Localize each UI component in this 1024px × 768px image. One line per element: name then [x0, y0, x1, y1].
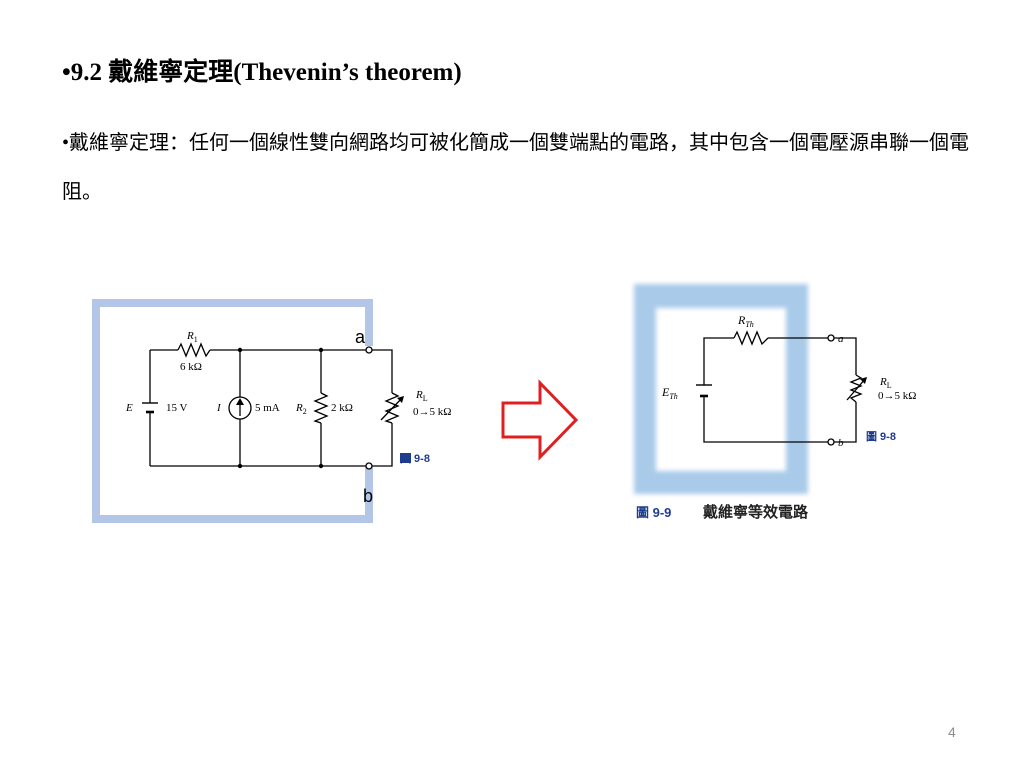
- slide-title: •9.2 戴維寧定理(Thevenin’s theorem): [62, 56, 462, 90]
- terminal-a-node: [365, 346, 373, 354]
- figure-label-right: 圖 9-8: [866, 430, 896, 443]
- figure-badge-icon: [400, 453, 411, 463]
- rl-arrowhead-icon-right: [860, 377, 867, 384]
- rl-arrowhead-icon: [397, 396, 404, 403]
- theorem-statement: •戴維寧定理：任何一個線性雙向網路均可被化簡成一個雙端點的電路，其中包含一個電壓…: [62, 118, 992, 215]
- eth-bottom-wire: [703, 396, 828, 443]
- junction-dot: [237, 463, 243, 469]
- theorem-text: 戴維寧定理：任何一個線性雙向網路均可被化簡成一個雙端點的電路，其中包含一個電壓源…: [62, 130, 970, 203]
- terminal-b-node-right: [827, 438, 835, 446]
- r2-label: R2: [295, 402, 307, 416]
- rth-wire: [703, 337, 828, 385]
- r1-label: R1: [186, 330, 198, 344]
- page-number: 4: [948, 724, 956, 740]
- junction-dot: [318, 463, 324, 469]
- rl-range: 0→5 kΩ: [413, 406, 451, 418]
- r2-resistor-icon: [313, 392, 329, 424]
- current-source-icon: [228, 396, 252, 420]
- thevenin-equivalent-figure: RTh ETh a b RL 0→5 kΩ 圖 9-8 圖 9-9 戴維寧等效電…: [634, 284, 916, 521]
- source-e-value: 15 V: [166, 402, 188, 414]
- title-bullet: •: [62, 59, 71, 86]
- current-arrowhead-icon: [236, 398, 244, 405]
- figure-label-left: 圖 9-8: [400, 452, 430, 465]
- terminal-a-node-right: [827, 334, 835, 342]
- battery-icon: [142, 402, 158, 414]
- network-boundary-frame: [92, 299, 373, 523]
- body-bullet: •: [62, 132, 70, 154]
- junction-dot: [237, 347, 243, 353]
- terminal-a-label-right: a: [838, 333, 844, 345]
- title-text: 9.2 戴維寧定理(Thevenin’s theorem): [70, 59, 462, 86]
- current-value: 5 mA: [255, 402, 280, 414]
- rl-resistor-icon-right: [849, 374, 863, 403]
- transform-arrow-icon: [501, 379, 579, 461]
- rth-label: RTh: [737, 313, 754, 329]
- rl-range-right: 0→5 kΩ: [878, 390, 916, 402]
- load-wire-right: [834, 337, 857, 443]
- rth-resistor-icon: [733, 330, 769, 346]
- rl-variable-arrow-icon: [380, 396, 404, 421]
- terminal-b-node: [365, 462, 373, 470]
- caption-figure-number: 圖 9-9: [636, 505, 671, 520]
- source-e-label: E: [125, 402, 133, 414]
- current-i-label: I: [216, 402, 222, 414]
- r2-value: 2 kΩ: [331, 402, 353, 414]
- rl-label-right: RL: [879, 376, 892, 390]
- terminal-b-label: b: [363, 486, 373, 506]
- rl-label: RL: [415, 389, 428, 403]
- eth-battery-icon: [696, 384, 712, 398]
- caption-text: 戴維寧等效電路: [703, 503, 809, 521]
- r1-resistor-icon: [177, 342, 211, 358]
- load-wire: [372, 349, 393, 467]
- thevenin-boundary-panel: [634, 284, 808, 494]
- original-circuit-figure: R1 6 kΩ E 15 V I 5 mA R2 2 kΩ RL 0→5 kΩ …: [92, 299, 451, 523]
- r1-value: 6 kΩ: [180, 361, 202, 373]
- terminal-a-label: a: [355, 327, 366, 347]
- junction-dot: [318, 347, 324, 353]
- eth-label: ETh: [661, 385, 678, 401]
- terminal-b-label-right: b: [838, 437, 844, 449]
